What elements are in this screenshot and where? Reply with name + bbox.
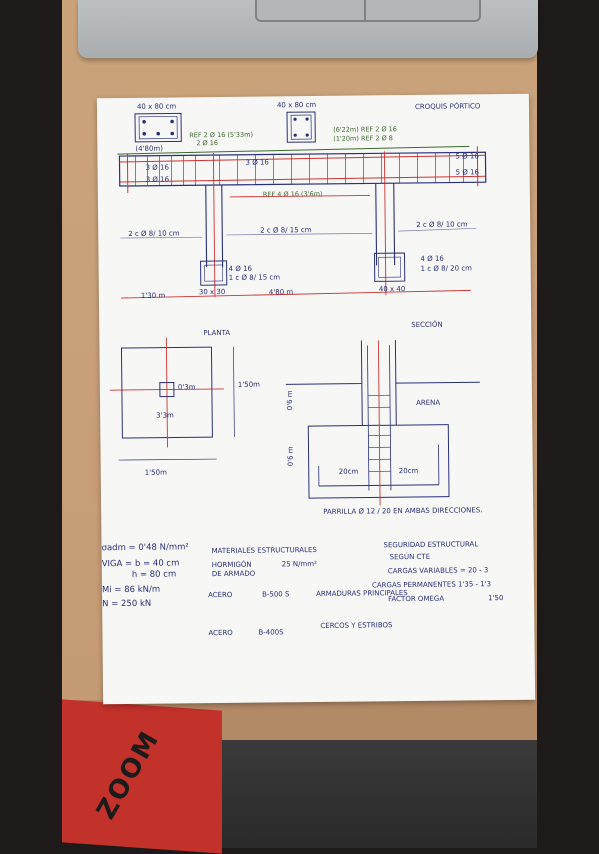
bars-left-note: REF 2 Ø 16 (5'33m) [189, 131, 253, 140]
bars-bottom: REF 4 Ø 16 (3'6m) [263, 190, 323, 199]
stirrups-mid: 2 c Ø 8/ 15 cm [260, 226, 312, 235]
footing-h: 1'50m [238, 381, 260, 389]
col-left-stir: 1 c Ø 8/ 15 cm [229, 273, 281, 282]
acero1-val: B-500 S [262, 590, 290, 598]
bars-right-b: 5 Ø 16 [456, 168, 480, 176]
acero2-use: CERCOS Y ESTRIBOS [320, 621, 393, 630]
seg-title: SEGURIDAD ESTRUCTURAL [383, 540, 478, 549]
bars-mid-a: (6'22m) REF 2 Ø 16 [333, 125, 397, 134]
factor-val: 1'50 [488, 594, 503, 602]
drawing: CROQUIS PÓRTICO 40 x 80 cm 40 x 80 cm RE… [97, 94, 535, 704]
bars-beam-a: 3 Ø 16 [146, 164, 170, 172]
viga-h: h = 80 cm [132, 569, 176, 579]
factor: FACTOR OMEGA [388, 595, 444, 604]
parrilla-note: PARRILLA Ø 12 / 20 EN AMBAS DIRECCIONES. [323, 506, 482, 516]
paper-sheet: CROQUIS PÓRTICO 40 x 80 cm 40 x 80 cm RE… [97, 94, 535, 704]
col-right-bars: 4 Ø 16 [420, 255, 444, 263]
laptop-trackpad [255, 0, 481, 22]
soil: σadm = 0'48 N/mm² [101, 542, 188, 553]
bars-right-a: 5 Ø 16 [455, 152, 479, 160]
rebar-red-bottom [120, 176, 486, 182]
cargas-var: CARGAS VARIABLES = 20 - 3 [388, 566, 489, 575]
footing-w: 1'50m [145, 469, 167, 477]
span-left: 1'30 m [141, 292, 166, 300]
span-mid: 4'80 m [269, 288, 294, 296]
beam-left-section [135, 113, 181, 141]
n: N = 250 kN [102, 599, 151, 610]
bars-beam-c: 3 Ø 16 [245, 158, 269, 166]
mat-title: MATERIALES ESTRUCTURALES [212, 546, 318, 555]
col-right-stir: 1 c Ø 8/ 20 cm [421, 264, 473, 273]
col-small-b: 3'3m [156, 411, 174, 419]
beam-left-label: 40 x 80 cm [137, 102, 177, 110]
acero2-val: B-400S [258, 628, 284, 636]
arena-label: ARENA [416, 399, 440, 407]
acero2: ACERO [208, 629, 233, 637]
sheet-title: CROQUIS PÓRTICO [415, 101, 481, 111]
col-small-a: 0'3m [178, 383, 196, 391]
acero1: ACERO [208, 591, 233, 599]
trackpad-divider [364, 0, 366, 20]
rebar-red-top [119, 155, 485, 162]
lengths-left: (4'80m) [135, 145, 163, 153]
h1: 0'6 m [286, 390, 294, 410]
viga: VIGA = b = 40 cm [102, 558, 180, 569]
cover-b: 20cm [399, 467, 419, 475]
cargas-perm: CARGAS PERMANENTES 1'35 - 1'3 [372, 580, 491, 589]
mi: Mi = 86 kN/m [102, 585, 160, 596]
grid-rebar [319, 485, 439, 486]
bars-beam-b: 3 Ø 16 [146, 176, 170, 184]
stirrups-right: 2 c Ø 8/ 10 cm [416, 220, 468, 229]
seccion-label: SECCIÓN [411, 320, 443, 329]
beam-right-label: 40 x 80 cm [277, 101, 317, 109]
col-left-dim: 30 x 30 [199, 288, 226, 296]
bars-mid-b: (1'20m) REF 2 Ø 8 [333, 134, 393, 143]
planta-label: PLANTA [203, 329, 230, 337]
stirrups-left: 2 c Ø 8/ 10 cm [128, 229, 180, 238]
col-left-bars: 4 Ø 16 [229, 265, 253, 273]
seg-sub: SEGÚN CTE [390, 552, 431, 561]
span-dim-line [121, 290, 471, 298]
hormigon-val: 25 N/mm² [282, 560, 317, 568]
bars-left-b: 2 Ø 16 [196, 139, 218, 147]
cover-a: 20cm [339, 468, 359, 476]
hormigon: HORMIGÓN [212, 560, 252, 569]
armado: DE ARMADO [212, 570, 256, 578]
h2: 0'6 m [286, 446, 294, 466]
